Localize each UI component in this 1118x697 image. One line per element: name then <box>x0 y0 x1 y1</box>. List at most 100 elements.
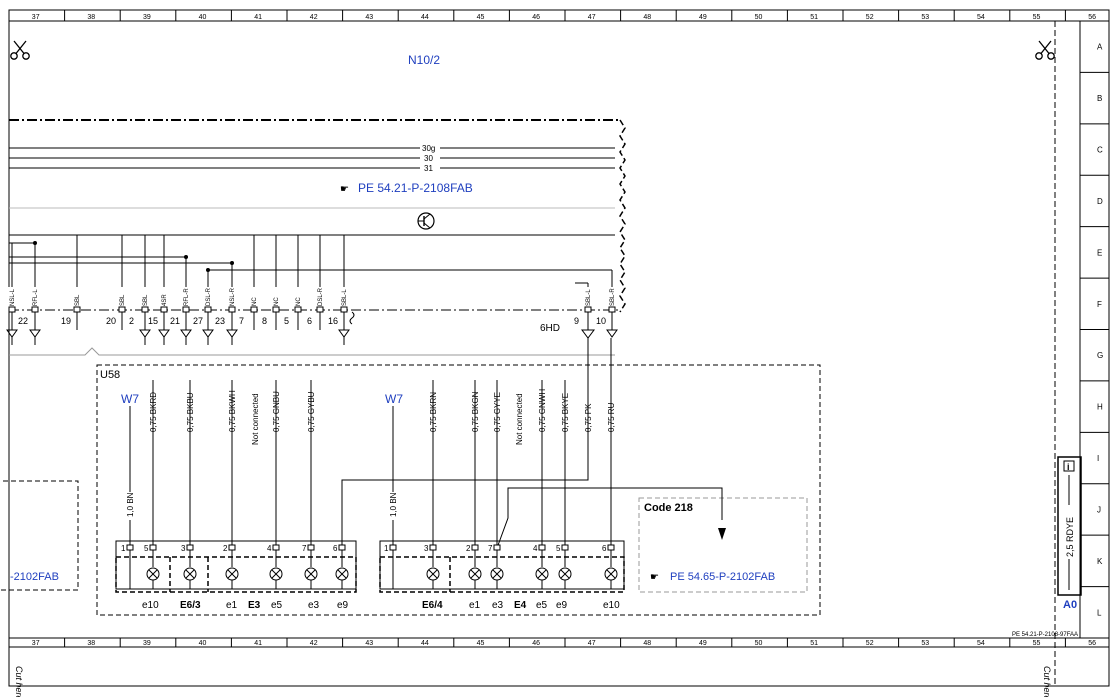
info-icon: i <box>1063 460 1075 472</box>
column-number: 46 <box>532 14 540 21</box>
fuse-icon <box>202 329 214 338</box>
connector-pin-number: 1 <box>384 544 389 553</box>
lower-wire-label: 0,75 GYYE <box>493 392 502 432</box>
row-letter: K <box>1097 557 1103 566</box>
cut-label-right: Cut here <box>1042 666 1052 697</box>
w7-label-right: W7 <box>385 392 403 406</box>
fuse-icon <box>226 329 238 338</box>
connector-pin-number: 7 <box>302 544 307 553</box>
row-letter: G <box>1097 351 1103 360</box>
wire-label-bg <box>141 287 149 307</box>
lamp-cross <box>337 569 347 579</box>
lamp-cross <box>560 569 570 579</box>
column-number: 47 <box>588 640 596 647</box>
ground-wire-label: 1,0 BN <box>126 492 135 517</box>
column-number: 52 <box>866 640 874 647</box>
upper-wire-label: DSL-R <box>318 287 324 306</box>
pin-number: 7 <box>239 316 244 326</box>
upper-wire-label: DSL-R <box>206 287 212 306</box>
pin-marker <box>160 306 168 313</box>
lamp-label: E4 <box>514 600 527 611</box>
fuse-icon <box>180 329 192 338</box>
column-number: 48 <box>643 14 651 21</box>
lower-wire-label: Not connected <box>251 393 260 445</box>
column-number: 43 <box>365 640 373 647</box>
connector-pin-number: 5 <box>556 544 561 553</box>
column-number: 52 <box>866 14 874 21</box>
junction-dot <box>206 268 210 272</box>
pin-marker <box>31 306 39 313</box>
pin-number: 16 <box>328 316 338 326</box>
column-number: 37 <box>32 14 40 21</box>
pin-marker <box>182 306 190 313</box>
code-218-box <box>638 497 808 593</box>
wire-label-bg <box>31 287 39 307</box>
module-box-break <box>619 119 626 313</box>
arrow-icon <box>718 528 726 540</box>
right-lamp-group <box>379 556 625 593</box>
row-letter: L <box>1097 608 1102 617</box>
pin-marker <box>141 306 149 313</box>
a0-label: A0 <box>1063 599 1077 611</box>
lamp-cross <box>227 569 237 579</box>
ref-link-left-partial[interactable]: -2102FAB <box>10 571 59 583</box>
upper-wire-label: SBL <box>75 294 81 306</box>
column-number: 44 <box>421 640 429 647</box>
wire-label-bg <box>228 287 236 307</box>
bus-label-bg <box>420 163 440 172</box>
pin-marker <box>294 306 302 313</box>
lamp-label: E6/3 <box>180 600 201 611</box>
pin-number: 9 <box>574 316 579 326</box>
column-number: 50 <box>755 14 763 21</box>
lamp-cross <box>470 569 480 579</box>
lamp-label: e1 <box>469 600 481 611</box>
column-number: 37 <box>32 640 40 647</box>
column-number: 44 <box>421 14 429 21</box>
connector-pin <box>538 544 546 551</box>
lower-wire-label: 0,75 BKGN <box>471 391 480 432</box>
upper-wire-label: NC <box>296 297 302 306</box>
left-partial-box <box>0 480 79 591</box>
wire-label-bg <box>294 287 302 307</box>
column-number: 54 <box>977 14 985 21</box>
junction-dot <box>230 261 234 265</box>
upper-wire-label: 4SR <box>162 294 168 306</box>
connector-pin-number: 6 <box>333 544 338 553</box>
pin-number: 10 <box>596 316 606 326</box>
ref-link-upper[interactable]: PE 54.21-P-2108FAB <box>358 181 473 195</box>
wire-label-bg <box>118 287 126 307</box>
lamp-cross <box>185 569 195 579</box>
hand-pointer-icon[interactable]: ☛ <box>650 572 659 583</box>
wire-label-bg <box>250 287 258 307</box>
fuse-icon <box>139 329 151 338</box>
hand-pointer-icon[interactable]: ☛ <box>340 184 349 195</box>
pin-marker <box>316 306 324 313</box>
lamp-cross <box>537 569 547 579</box>
pin-number: 19 <box>61 316 71 326</box>
column-number: 54 <box>977 640 985 647</box>
connector-pin <box>493 544 501 551</box>
lamp-cross <box>606 569 616 579</box>
column-number: 41 <box>254 14 262 21</box>
column-number: 56 <box>1088 640 1096 647</box>
upper-wire-label: NC <box>274 297 280 306</box>
upper-wire-label: NSL-R <box>230 287 236 306</box>
ref-link-right[interactable]: PE 54.65-P-2102FAB <box>670 571 775 583</box>
connector-pin-number: 2 <box>223 544 228 553</box>
column-number: 53 <box>921 640 929 647</box>
row-letter: H <box>1097 403 1103 412</box>
wire-label-bg <box>8 287 16 307</box>
lower-wire-label: 0,75 BKRN <box>429 392 438 432</box>
pin-marker <box>250 306 258 313</box>
wire-label-bg <box>125 492 135 520</box>
column-number: 45 <box>477 640 485 647</box>
column-number: 38 <box>87 14 95 21</box>
pin-marker <box>340 306 348 313</box>
pin-number: 23 <box>215 316 225 326</box>
junction-dot <box>33 241 37 245</box>
bus-label-bg <box>420 153 440 162</box>
fuse-icon <box>158 329 170 338</box>
